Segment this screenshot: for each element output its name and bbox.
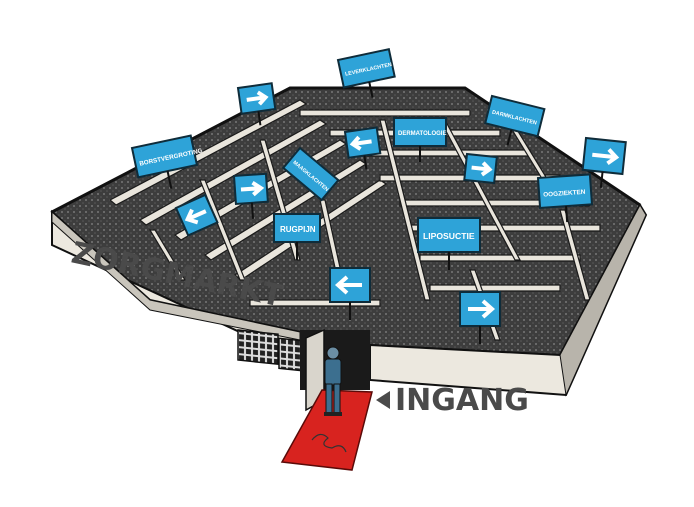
sign-dermatologie: DERMATOLOGIE	[393, 117, 447, 162]
arrow-sign	[581, 136, 627, 188]
svg-text:RUGPIJN: RUGPIJN	[280, 225, 316, 234]
svg-text:DERMATOLOGIE: DERMATOLOGIE	[398, 131, 446, 137]
maze-floor	[50, 87, 642, 357]
arrow-left-icon	[334, 275, 362, 295]
sign-oogziekten: OOGZIEKTEN	[536, 173, 594, 223]
svg-text:LIPOSUCTIE: LIPOSUCTIE	[423, 231, 475, 241]
arrow-sign	[232, 172, 269, 219]
arrow-sign	[174, 193, 219, 237]
red-carpet	[280, 389, 373, 471]
arrow-right-icon	[468, 299, 496, 319]
wall-window-grate	[237, 329, 279, 366]
sign-darmklachten: DARMKLACHTEN	[484, 94, 546, 146]
ingang-label: INGANG	[395, 383, 529, 418]
sign-liposuctie: LIPOSUCTIE	[417, 217, 481, 270]
arrow-right-icon	[240, 181, 265, 197]
arrow-sign	[459, 291, 501, 344]
arrow-sign	[343, 126, 382, 170]
arrow-sign	[329, 267, 371, 320]
arrow-left-icon	[349, 135, 372, 151]
svg-text:OOGZIEKTEN: OOGZIEKTEN	[543, 189, 586, 199]
sign-leverklachten: LEVERKLACHTEN	[336, 48, 396, 98]
arrow-left-triangle-icon	[376, 391, 390, 409]
sign-borstvergroting: BORSTVERGROTING	[130, 134, 203, 189]
artist-signature	[311, 433, 347, 453]
sign-rugpijn: RUGPIJN	[273, 213, 321, 260]
person-figure	[324, 346, 342, 416]
arrow-sign	[463, 152, 498, 185]
arrow-right-icon	[471, 161, 493, 177]
arrow-right-icon	[246, 90, 269, 106]
arrow-right-icon	[592, 148, 620, 166]
arrow-left-icon	[184, 208, 207, 225]
arrow-sign	[236, 82, 277, 126]
